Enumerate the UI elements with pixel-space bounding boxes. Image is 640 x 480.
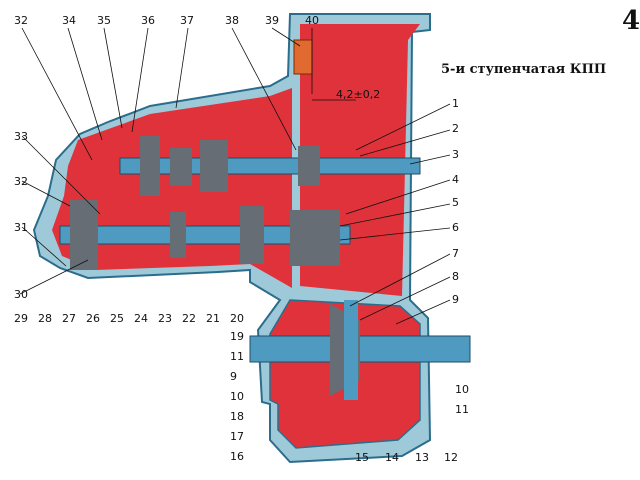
lower-gear-1: [70, 200, 98, 270]
lower-gear-2: [170, 212, 186, 258]
callout-mid-left-5: 17: [230, 430, 244, 443]
upper-gear-3: [200, 140, 228, 192]
callout-right-upper-7: 8: [452, 270, 459, 283]
callout-bottom-left-4: 25: [110, 312, 124, 325]
callout-mid-left-2: 9: [230, 370, 237, 383]
callout-left-3: 30: [14, 288, 28, 301]
callout-left-2: 31: [14, 221, 28, 234]
callout-top-5: 38: [225, 14, 239, 27]
upper-gear-4: [298, 146, 320, 186]
callout-bottom-0: 15: [355, 451, 369, 464]
lower-gear-4: [290, 210, 340, 266]
callout-right-lower-1: 11: [455, 403, 469, 416]
callout-right-upper-3: 4: [452, 173, 459, 186]
speedometer-drive: [293, 39, 313, 75]
output-shaft: [59, 225, 351, 245]
callout-top-6: 39: [265, 14, 279, 27]
lower-gear-3: [240, 206, 264, 264]
callout-right-upper-2: 3: [452, 148, 459, 161]
input-shaft: [119, 157, 421, 175]
callout-mid-left-1: 11: [230, 350, 244, 363]
diff-pinion-shaft: [344, 300, 358, 400]
callout-bottom-2: 13: [415, 451, 429, 464]
callout-right-lower-2: 12: [444, 451, 458, 464]
callout-top-4: 37: [180, 14, 194, 27]
callout-top-7: 40: [305, 14, 319, 27]
callout-right-upper-6: 7: [452, 247, 459, 260]
callout-mid-left-4: 18: [230, 410, 244, 423]
callout-right-upper-5: 6: [452, 221, 459, 234]
callout-bottom-left-1: 28: [38, 312, 52, 325]
callout-mid-left-6: 16: [230, 450, 244, 463]
callout-mid-left-3: 10: [230, 390, 244, 403]
callout-mid-left-0: 19: [230, 330, 244, 343]
callout-bottom-left-3: 26: [86, 312, 100, 325]
callout-bottom-left-8: 21: [206, 312, 220, 325]
callout-right-lower-0: 10: [455, 383, 469, 396]
callout-bottom-1: 14: [385, 451, 399, 464]
callout-bottom-left-2: 27: [62, 312, 76, 325]
callout-bottom-left-6: 23: [158, 312, 172, 325]
callout-left-1: 32: [14, 175, 28, 188]
upper-gear-1: [140, 136, 160, 196]
callout-top-0: 32: [14, 14, 28, 27]
dimension-note: 4,2±0,2: [336, 88, 380, 101]
callout-left-0: 33: [14, 130, 28, 143]
callout-bottom-left-7: 22: [182, 312, 196, 325]
callout-right-upper-8: 9: [452, 293, 459, 306]
callout-right-upper-1: 2: [452, 122, 459, 135]
callout-top-1: 34: [62, 14, 76, 27]
callout-right-upper-4: 5: [452, 196, 459, 209]
diagram-caption: 5-и ступенчатая КПП: [441, 62, 607, 77]
callout-right-upper-0: 1: [452, 97, 459, 110]
callout-bottom-left-9: 20: [230, 312, 244, 325]
callout-bottom-left-5: 24: [134, 312, 148, 325]
callout-top-2: 35: [97, 14, 111, 27]
callout-bottom-left-0: 29: [14, 312, 28, 325]
leader-lines: [19, 27, 451, 325]
upper-gear-2: [170, 148, 192, 186]
callout-top-3: 36: [141, 14, 155, 27]
page-number: 4: [622, 6, 640, 36]
